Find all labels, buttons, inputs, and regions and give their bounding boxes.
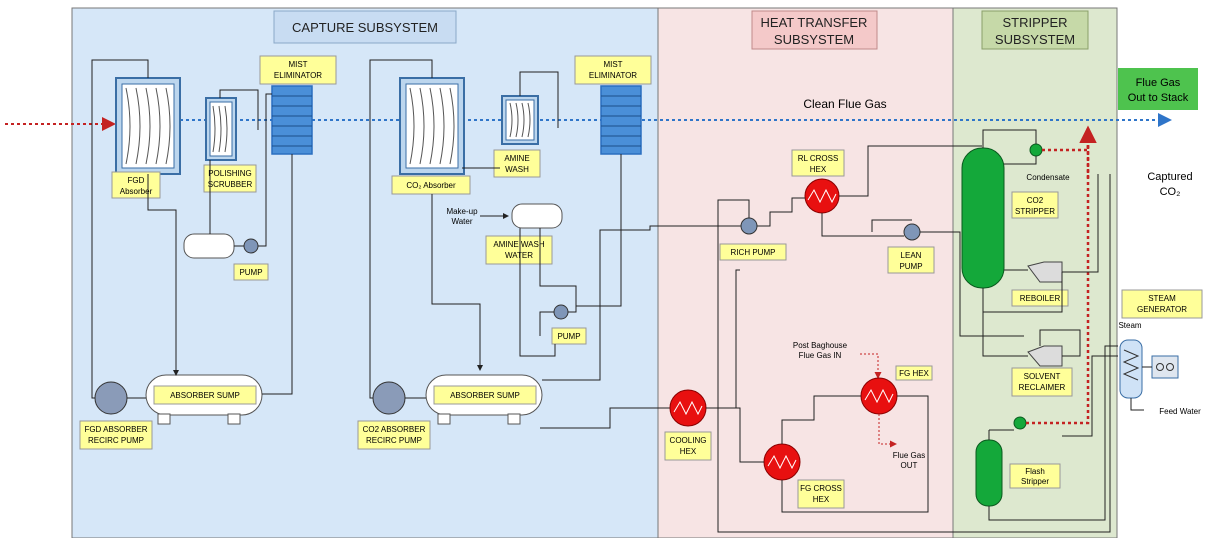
steam-generator-label-1: STEAM [1148,294,1176,303]
flash-stripper-vessel [975,439,1003,507]
steam-label: Steam [1118,321,1141,330]
pump-2 [553,304,569,320]
solvent-reclaimer-label-1: SOLVENT [1024,372,1061,381]
rl-cross-hex-label-1: RL CROSS [798,154,839,163]
pump-2-label: PUMP [557,332,580,341]
fg-cross-hex-label-1: FG CROSS [800,484,842,493]
condenser [1029,143,1043,157]
clean-flue-gas-label: Clean Flue Gas [803,97,886,111]
co2-recirc-pump [372,381,406,415]
absorber-sump-2-label: ABSORBER SUMP [450,391,520,400]
co2-recirc-pump-label-2: RECIRC PUMP [366,436,422,445]
amine-wash [501,95,539,145]
pump-1-label: PUMP [239,268,262,277]
flash-stripper-label-2: Stripper [1021,477,1049,486]
feed-water-label: Feed Water [1159,407,1201,416]
rich-pump [740,217,758,235]
captured-co2-label-2: CO₂ [1160,186,1181,198]
condensate-label: Condensate [1026,173,1070,182]
fgd-absorber [115,77,181,175]
steam-generator-control [1151,355,1179,379]
reboiler-label: REBOILER [1020,294,1061,303]
steam-generator-drum [1119,339,1143,399]
makeup-water-label-1: Make-up [446,207,478,216]
flue-gas-out-small-label-1: Flue Gas [893,451,925,460]
polishing-scrubber-label-2: SCRUBBER [208,180,253,189]
stripper-title-2: SUBSYSTEM [995,32,1075,47]
mist-eliminator-1 [271,85,313,155]
fg-hex-label: FG HEX [899,369,929,378]
mist-eliminator-2 [600,85,642,155]
fgd-recirc-pump-label-1: FGD ABSORBER [84,425,147,434]
co2-recirc-pump-label-1: CO2 ABSORBER [363,425,426,434]
flue-gas-out-label-1: Flue Gas [1136,77,1181,89]
amine-wash-label-2: WASH [505,165,529,174]
mist-eliminator-1-label-1: MIST [288,60,307,69]
solvent-reclaimer-label-2: RECLAIMER [1019,383,1066,392]
cooling-hex-label-2: HEX [680,447,697,456]
post-baghouse-label-2: Flue Gas IN [799,351,842,360]
polishing-scrubber-label-1: POLISHING [208,169,252,178]
heat-transfer-title-2: SUBSYSTEM [774,32,854,47]
fgd-absorber-label-2: Absorber [120,187,153,196]
co2-absorber [399,77,465,175]
amine-wash-water-label-1: AMINE WASH [493,240,544,249]
amine-wash-label-1: AMINE [504,154,529,163]
polishing-tank [183,233,235,259]
amine-wash-water-tank [511,203,563,229]
lean-pump [903,223,921,241]
flue-gas-out-label-2: Out to Stack [1128,92,1189,104]
co2-absorber-label: CO₂ Absorber [406,181,456,190]
fgd-absorber-label-1: FGD [128,176,145,185]
co2-stripper-label-2: STRIPPER [1015,207,1055,216]
pump-1 [243,238,259,254]
mist-eliminator-2-label-2: ELIMINATOR [589,71,637,80]
pipe-fgd-recirc [91,59,149,399]
lean-pump-label-1: LEAN [901,251,922,260]
co2-stripper-vessel [961,147,1005,289]
rl-cross-hex-label-2: HEX [810,165,827,174]
polishing-scrubber [205,97,237,161]
post-baghouse-label-1: Post Baghouse [793,341,848,350]
flue-gas-out-small-label-2: OUT [901,461,918,470]
co2-stripper-label-1: CO2 [1027,196,1044,205]
steam-generator-label-2: GENERATOR [1137,305,1187,314]
captured-co2-label-1: Captured [1147,171,1192,183]
makeup-water-label-2: Water [451,217,472,226]
flash-stripper-label-1: Flash [1025,467,1045,476]
cooling-hex-label-1: COOLING [670,436,707,445]
heat-transfer-title-1: HEAT TRANSFER [761,15,868,30]
fgd-recirc-pump [94,381,128,415]
fgd-recirc-pump-label-2: RECIRC PUMP [88,436,144,445]
amine-wash-water-label-2: WATER [505,251,533,260]
stripper-title-1: STRIPPER [1002,15,1067,30]
flash-condenser [1013,416,1027,430]
mist-eliminator-2-label-1: MIST [603,60,622,69]
lean-pump-label-2: PUMP [899,262,922,271]
absorber-sump-1-label: ABSORBER SUMP [170,391,240,400]
fg-cross-hex-label-2: HEX [813,495,830,504]
flue-gas-out-box [1118,68,1198,110]
rich-pump-label: RICH PUMP [731,248,776,257]
capture-subsystem-title: CAPTURE SUBSYSTEM [292,20,438,35]
mist-eliminator-1-label-2: ELIMINATOR [274,71,322,80]
